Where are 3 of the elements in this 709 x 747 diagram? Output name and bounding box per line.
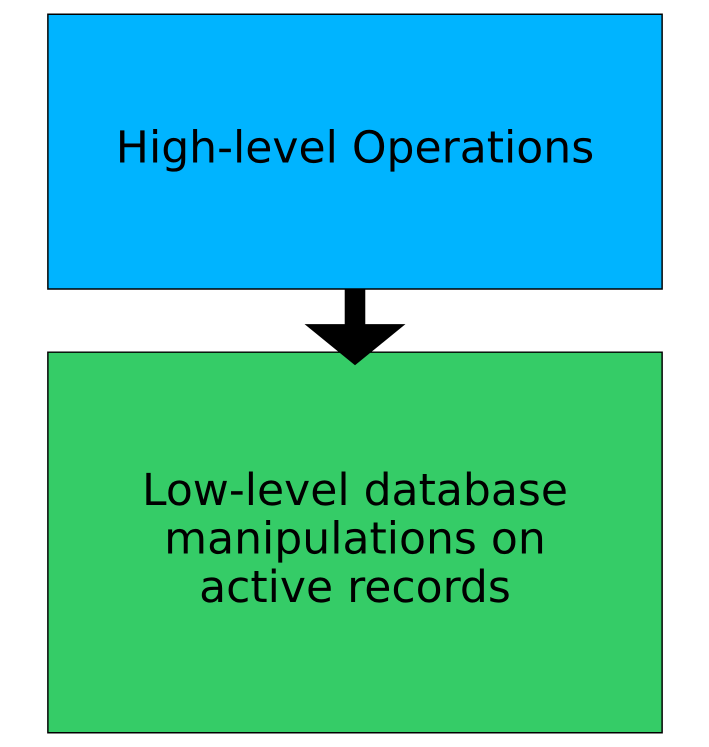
node-box: Low-level database manipulations on active records: [46, 351, 662, 734]
arrow: [304, 289, 405, 366]
node-box: High-level Operations: [46, 13, 662, 290]
